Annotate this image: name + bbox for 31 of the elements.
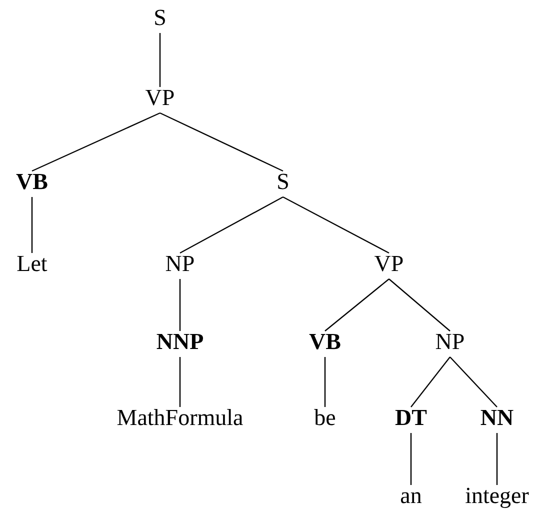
- tree-branch: [450, 356, 498, 408]
- word-label: integer: [465, 483, 529, 509]
- tree-branch: [159, 33, 161, 87]
- word-label: VP: [145, 85, 175, 111]
- word-label: NP: [165, 251, 195, 277]
- tag-label: VB: [309, 329, 341, 355]
- tree-branch: [496, 433, 498, 485]
- word-label: Let: [16, 251, 48, 277]
- tree-branch: [388, 278, 450, 332]
- tree-branch: [31, 197, 33, 253]
- word-label: NP: [435, 329, 465, 355]
- tree-branch: [410, 356, 450, 408]
- word-label: be: [314, 405, 336, 431]
- word-label: S: [276, 169, 290, 195]
- word-label: an: [400, 483, 422, 509]
- tag-label: NN: [480, 405, 514, 431]
- word-label: MathFormula: [116, 405, 244, 431]
- tree-branch: [180, 196, 284, 254]
- tree-branch: [160, 112, 284, 172]
- tree-branch: [32, 112, 160, 172]
- word-label: VP: [374, 251, 404, 277]
- tree-branch: [324, 357, 326, 407]
- tag-label: VB: [16, 169, 48, 195]
- tag-label: DT: [395, 405, 427, 431]
- tree-branch: [179, 357, 181, 407]
- tree-branch: [324, 278, 390, 332]
- tag-label: NNP: [156, 329, 204, 355]
- tree-branch: [282, 196, 390, 254]
- tree-branch: [410, 433, 412, 485]
- word-label: S: [154, 5, 166, 31]
- tree-branch: [179, 279, 181, 331]
